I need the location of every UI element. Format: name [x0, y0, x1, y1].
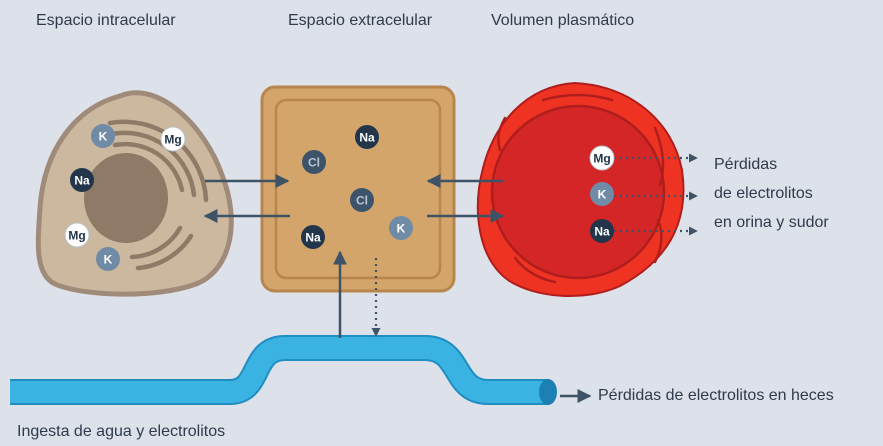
label-extracellular: Espacio extracelular: [288, 12, 433, 29]
ion-k-intracellular: K: [91, 124, 115, 148]
ion-label: K: [598, 188, 607, 202]
ion-label: Cl: [308, 156, 320, 170]
label-losses-urine-line2: de electrolitos: [714, 185, 813, 202]
ion-badge: [389, 216, 413, 240]
ion-badge: [589, 145, 615, 171]
ion-label: Na: [359, 131, 375, 145]
ion-mg-intracellular: Mg: [64, 222, 90, 248]
intestine-body: [10, 337, 548, 403]
ion-badge: [160, 126, 186, 152]
ion-badge: [350, 188, 374, 212]
ion-na-extracellular: Na: [301, 225, 325, 249]
ion-badge: [64, 222, 90, 248]
ion-mg-intracellular: Mg: [160, 126, 186, 152]
ion-label: Mg: [593, 152, 610, 166]
ion-label: K: [99, 130, 108, 144]
ion-label: Mg: [164, 133, 181, 147]
extracellular-inner: [274, 98, 442, 280]
ion-badge: [96, 247, 120, 271]
ion-cl-extracellular: Cl: [350, 188, 374, 212]
ion-label: K: [104, 253, 113, 267]
ion-badge: [91, 124, 115, 148]
ion-label: Na: [305, 231, 321, 245]
label-losses-feces: Pérdidas de electrolitos en heces: [598, 387, 834, 404]
red-blood-cell: [476, 81, 685, 298]
ion-badge: [355, 125, 379, 149]
ion-na-intracellular: Na: [70, 168, 94, 192]
label-losses-urine-line1: Pérdidas: [714, 156, 778, 173]
ion-badge: [301, 225, 325, 249]
ion-k-plasma: K: [590, 182, 614, 206]
arrows: [203, 153, 698, 403]
intracellular-cell: [35, 90, 234, 297]
ion-badge: [70, 168, 94, 192]
ion-k-intracellular: K: [96, 247, 120, 271]
intestine-opening: [539, 379, 557, 405]
label-plasma-volume: Volumen plasmático: [491, 12, 635, 29]
label-losses-urine-line3: en orina y sudor: [714, 214, 829, 231]
ion-label: Cl: [356, 194, 368, 208]
ion-label: Na: [594, 225, 610, 239]
ion-mg-plasma: Mg: [589, 145, 615, 171]
ion-badge: [590, 219, 614, 243]
ion-na-extracellular: Na: [355, 125, 379, 149]
ion-label: Mg: [68, 229, 85, 243]
ion-label: K: [397, 222, 406, 236]
ion-k-extracellular: K: [389, 216, 413, 240]
label-intracellular: Espacio intracelular: [36, 12, 176, 29]
ion-cl-extracellular: Cl: [302, 150, 326, 174]
rbc-inner: [490, 104, 666, 280]
label-intake: Ingesta de agua y electrolitos: [17, 423, 226, 440]
ion-badge: [590, 182, 614, 206]
ion-na-plasma: Na: [590, 219, 614, 243]
ion-label: Na: [74, 174, 90, 188]
nucleus: [84, 153, 168, 243]
ion-badge: [302, 150, 326, 174]
intestine: [10, 335, 557, 405]
